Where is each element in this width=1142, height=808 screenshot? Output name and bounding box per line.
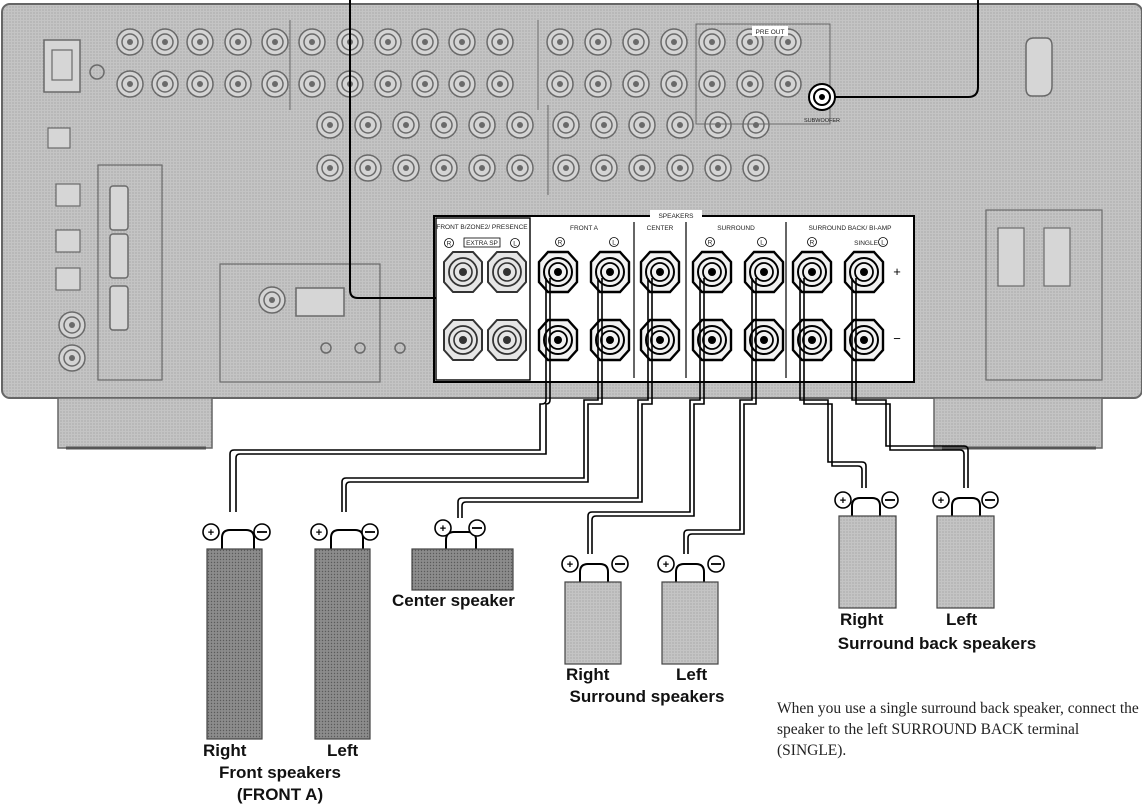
single-speaker-note: When you use a single surround back spea… [777,698,1142,761]
svg-text:+: + [440,523,446,535]
surround-back-left-label: Left [946,610,977,630]
marker-l: L [881,240,885,247]
surround-back-left-speaker: + [933,492,998,608]
center-speaker-title: Center speaker [392,591,515,611]
marker-l: L [513,241,517,248]
receiver-rear-panel: PRE OUT SUBWOOFER SPEAKERS FRONT B/ZONE2… [2,0,1142,448]
surround-right-speaker: + [562,556,628,664]
svg-text:+: + [840,495,846,507]
surround-left-speaker: + [658,556,724,664]
marker-r: R [708,240,713,247]
label-front-b: FRONT B/ZONE2/ PRESENCE [436,224,528,231]
front-speakers-title: Front speakers [180,763,380,783]
pre-out-label: PRE OUT [756,29,785,36]
label-surround: SURROUND [717,225,755,232]
front-left-speaker: + [311,524,378,739]
marker-r: R [558,240,563,247]
svg-text:+: + [938,495,944,507]
label-single: SINGLE [854,240,879,247]
label-extra-sp: EXTRA SP [466,240,498,247]
label-front-a: FRONT A [570,225,599,232]
marker-r: R [810,240,815,247]
label-surround-back: SURROUND BACK/ BI-AMP [808,225,891,232]
subwoofer-label: SUBWOOFER [804,118,840,124]
speakers-header: SPEAKERS [658,213,694,220]
svg-text:+: + [208,527,214,539]
svg-text:+: + [663,559,669,571]
front-right-speaker: + [203,524,270,739]
front-right-label: Right [203,741,246,761]
front-left-label: Left [327,741,358,761]
front-speakers-subtitle: (FRONT A) [180,785,380,805]
minus-marker: − [893,331,901,346]
label-center: CENTER [647,225,674,232]
marker-r: R [447,241,452,248]
marker-l: L [760,240,764,247]
svg-text:+: + [567,559,573,571]
surround-back-speakers-title: Surround back speakers [812,634,1062,654]
surround-speakers-title: Surround speakers [547,687,747,707]
marker-l: L [612,240,616,247]
surround-back-right-speaker: + [835,492,898,608]
surround-back-right-label: Right [840,610,883,630]
svg-text:+: + [316,527,322,539]
center-speaker: + [412,520,513,590]
surround-left-label: Left [676,665,707,685]
surround-right-label: Right [566,665,609,685]
plus-marker: + [893,264,901,279]
